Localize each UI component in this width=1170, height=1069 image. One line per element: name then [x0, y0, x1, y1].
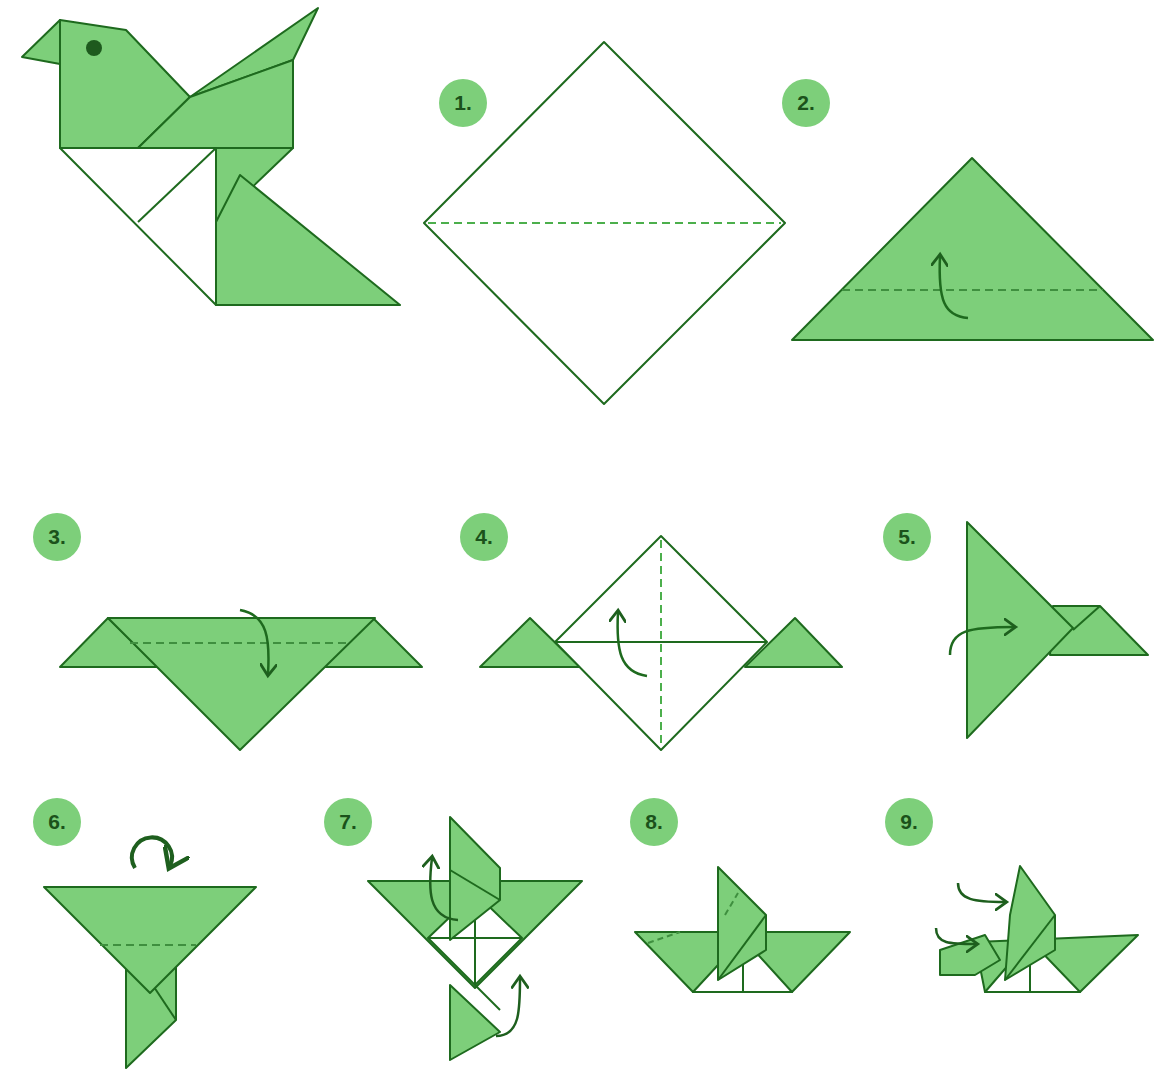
step-2-triangle [792, 158, 1153, 340]
callout-text: 9. [900, 810, 918, 834]
callout-number: 3. [33, 513, 81, 561]
step-1-square [424, 42, 785, 404]
callout-text: 1. [454, 91, 472, 115]
callout-number: 1. [439, 79, 487, 127]
callout-text: 7. [339, 810, 357, 834]
callout-text: 2. [797, 91, 815, 115]
step-6-turn [44, 837, 256, 1068]
callout-text: 5. [898, 525, 916, 549]
step-7-fold [368, 817, 582, 1060]
callout-text: 6. [48, 810, 66, 834]
step-3-fold [60, 610, 422, 750]
callout-number: 5. [883, 513, 931, 561]
callout-number: 2. [782, 79, 830, 127]
callout-number: 4. [460, 513, 508, 561]
callout-number: 7. [324, 798, 372, 846]
step-8-fold [635, 867, 850, 992]
callout-number: 9. [885, 798, 933, 846]
callout-text: 3. [48, 525, 66, 549]
finished-bird [22, 8, 400, 305]
callout-number: 8. [630, 798, 678, 846]
callout-text: 8. [645, 810, 663, 834]
callout-number: 6. [33, 798, 81, 846]
step-4-fold [480, 536, 842, 750]
callout-text: 4. [475, 525, 493, 549]
step-9-fold [936, 866, 1138, 992]
step-5-fold [950, 522, 1148, 738]
